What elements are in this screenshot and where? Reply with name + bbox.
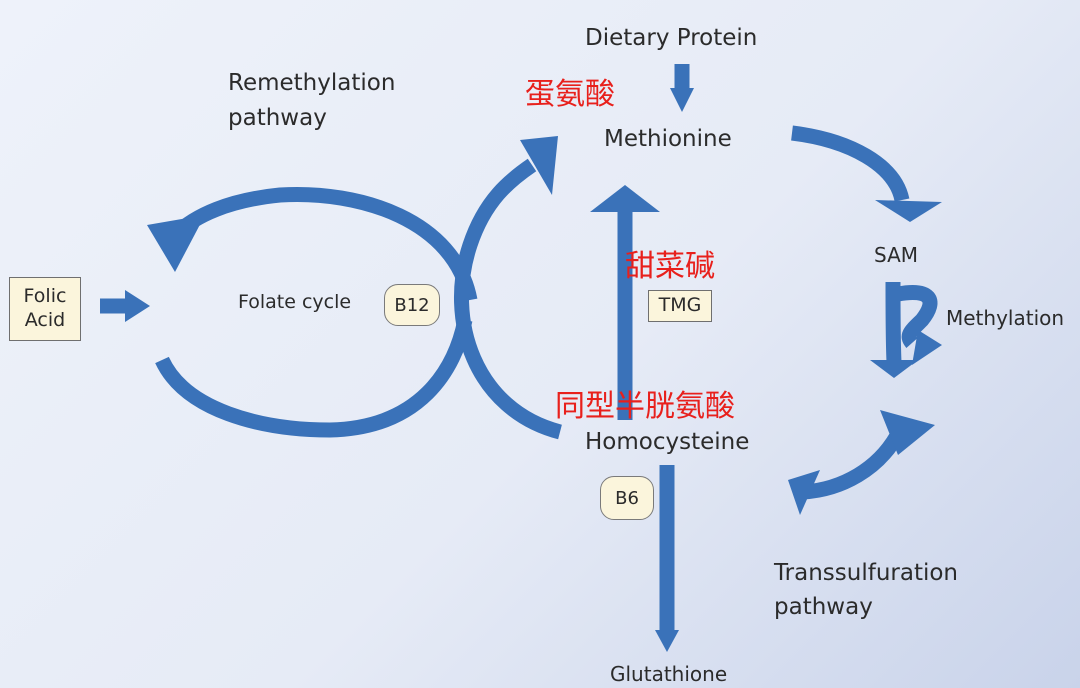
folate-cycle-label: Folate cycle xyxy=(238,291,352,313)
sam-label: SAM xyxy=(874,243,919,267)
folic-acid-arrowhead xyxy=(125,290,150,322)
folate-cycle-lower-arc xyxy=(155,318,473,438)
methionine-chinese-label: 蛋氨酸 xyxy=(525,77,615,112)
tmg-arrowhead xyxy=(590,185,660,212)
remethylation-pathway-line1: Remethylation xyxy=(228,70,396,96)
folic-acid-line2: Acid xyxy=(24,309,66,331)
transsulfuration-right-arrowhead xyxy=(880,410,935,455)
tmg-label: TMG xyxy=(658,294,702,317)
sam-arrowhead xyxy=(875,200,942,222)
remethylation-pathway-line2: pathway xyxy=(228,105,327,131)
transsulfuration-left-arrowhead xyxy=(788,470,820,515)
tmg-chinese-label: 甜菜碱 xyxy=(625,249,715,284)
b12-label: B12 xyxy=(394,294,430,316)
methionine-to-sam-arc xyxy=(791,125,910,202)
methylation-loop xyxy=(896,285,938,348)
remethylation-arrowhead xyxy=(520,136,558,195)
methionine-label: Methionine xyxy=(604,126,732,152)
transsulfuration-arc xyxy=(802,426,907,500)
transsulfuration-pathway-line1: Transsulfuration xyxy=(774,560,959,586)
dietary-protein-label: Dietary Protein xyxy=(585,25,758,51)
homocysteine-chinese-label: 同型半胱氨酸 xyxy=(555,389,735,424)
glutathione-label: Glutathione xyxy=(610,662,728,686)
dietary-protein-arrowhead xyxy=(670,88,694,112)
methylation-curl xyxy=(885,281,902,363)
methylation-right-arrowhead xyxy=(912,330,942,365)
homocysteine-label: Homocysteine xyxy=(585,429,750,455)
methylation-label: Methylation xyxy=(946,306,1065,330)
methylation-down-arrowhead xyxy=(870,360,918,378)
b6-label: B6 xyxy=(615,487,639,509)
tmg-box: TMG xyxy=(648,290,712,322)
folate-cycle-arrowhead xyxy=(147,215,205,272)
glutathione-arrowhead xyxy=(655,630,679,652)
folic-acid-line1: Folic xyxy=(23,285,67,308)
folate-cycle-upper-arc xyxy=(169,186,478,302)
remethylation-arc xyxy=(453,158,563,440)
folic-acid-box: Folic Acid xyxy=(9,277,81,341)
b12-badge: B12 xyxy=(384,284,440,326)
transsulfuration-pathway-line2: pathway xyxy=(774,594,873,620)
b6-badge: B6 xyxy=(600,476,654,520)
